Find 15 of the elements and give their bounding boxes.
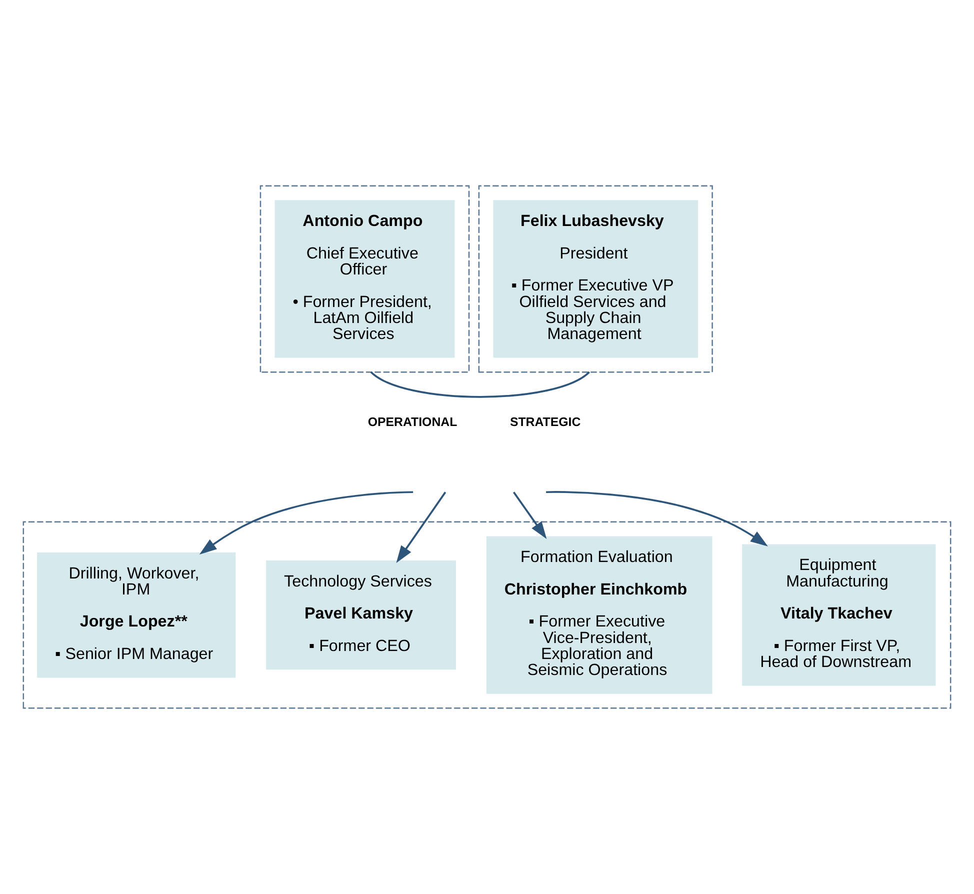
- cluster: [260, 185, 470, 373]
- connector: [370, 371, 590, 398]
- arrow: [546, 491, 768, 546]
- node-box: Technology Services Pavel Kamsky ▪ Former CEO: [266, 560, 456, 670]
- label: OPERATIONAL: [368, 415, 458, 430]
- node-box: Antonio Campo Chief Executive Officer • Former President, LatAm Oilfield Services: [274, 200, 455, 358]
- node-box: Drilling, Workover, IPM Jorge Lopez** ▪ Senior IPM Manager: [37, 552, 236, 678]
- node-box: Formation Evaluation Christopher Einchkomb ▪ Former Executive Vice-President, Exploration and Seismic Operations: [486, 536, 712, 694]
- label: STRATEGIC: [510, 415, 581, 430]
- node-box: Felix Lubashevsky President ▪ Former Executive VP Oilfield Services and Supply Chain Management: [493, 200, 698, 358]
- cluster: [478, 185, 713, 373]
- arrow: [396, 492, 446, 563]
- node-box: Equipment Manufacturing Vitaly Tkachev ▪ Former First VP, Head of Downstream: [742, 544, 936, 686]
- arrow: [512, 492, 547, 539]
- arrow: [199, 491, 414, 555]
